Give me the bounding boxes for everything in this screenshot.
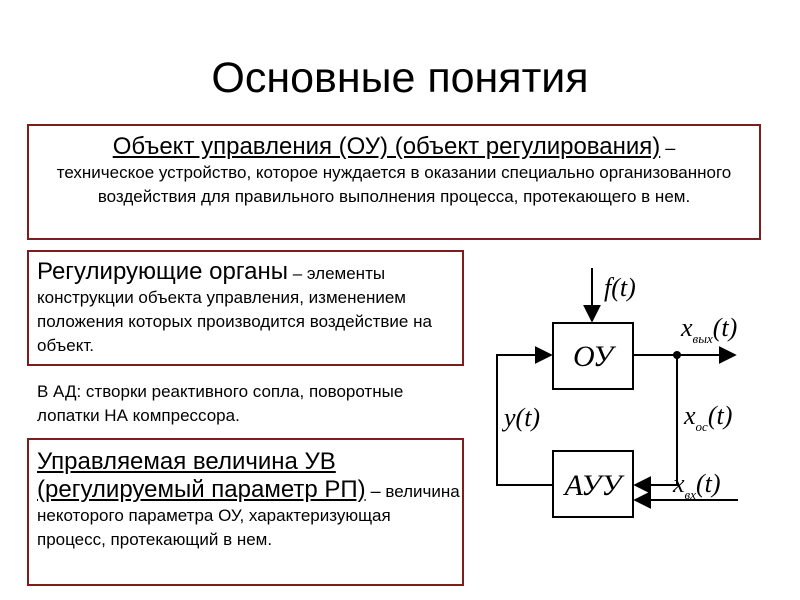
feedback-label: xос(t)	[683, 401, 732, 434]
engine-note: В АД: створки реактивного сопла, поворот…	[37, 382, 404, 425]
definition-controlled-value-box: Управляемая величина УВ (регулируемый па…	[27, 438, 464, 586]
definition-object-term: Объект управления (ОУ) (объект регулиров…	[112, 133, 661, 160]
definition-controlled-value-term: Управляемая величина УВ (регулируемый па…	[37, 448, 366, 503]
definition-regulating-organs-text: – элементы конструкции объекта управлени…	[37, 264, 432, 355]
disturbance-label: f(t)	[604, 273, 636, 302]
definition-controlled-value-dash: –	[365, 481, 381, 501]
output-label: xвых(t)	[680, 313, 737, 346]
definition-regulating-organs-box: Регулирующие органы – элементы конструкц…	[27, 250, 464, 366]
controller-block	[552, 450, 634, 518]
definition-object-dash: –	[660, 138, 676, 158]
definition-object-box: Объект управления (ОУ) (объект регулиров…	[27, 124, 761, 240]
control-signal-arrow	[496, 346, 553, 486]
feedback-arrow	[633, 355, 678, 494]
definition-regulating-organs-term: Регулирующие органы	[37, 258, 288, 285]
definition-object-text: техническое устройство, которое нуждаетс…	[56, 163, 732, 206]
definition-controlled-value-text: величина некоторого параметра ОУ, характ…	[37, 482, 460, 549]
object-block-label: ОУ	[573, 340, 617, 373]
input-label: xвх(t)	[672, 469, 721, 502]
slide-title: Основные понятия	[211, 54, 589, 102]
control-signal-label: y(t)	[501, 403, 540, 432]
controller-block-label: АУУ	[563, 469, 626, 502]
